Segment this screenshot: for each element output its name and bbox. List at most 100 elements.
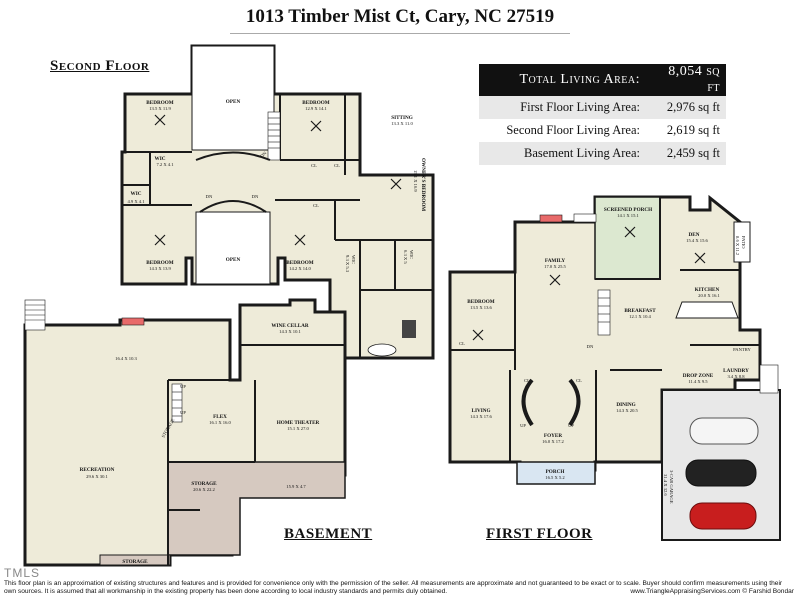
- fireplace-icon: [121, 317, 145, 326]
- stairs: [597, 289, 611, 336]
- screened-porch-area: [594, 196, 661, 280]
- room-name: OPEN: [226, 99, 241, 105]
- room-name: PATIO: [741, 236, 746, 249]
- car-icon: [685, 459, 757, 487]
- credit-text: www.TriangleAppraisingServices.com © Far…: [630, 588, 794, 595]
- car-icon: [689, 417, 759, 445]
- room-name: PANTRY: [733, 347, 751, 352]
- room-dimensions: 12.9 X 14.1: [305, 106, 327, 111]
- curved-stair: [521, 378, 534, 427]
- stair-label: UP: [180, 410, 186, 415]
- stair-label: DN: [252, 194, 259, 199]
- basement-plan: 16.4 X 10.3 WINE CELLAR 14.3 X 10.1 FLEX…: [23, 298, 347, 567]
- closet-label: CL: [311, 163, 317, 168]
- closet-label: CL: [459, 341, 465, 346]
- room-dimensions: 3.4 X 8.8: [727, 374, 745, 379]
- room-dimensions: 14.2 X 14.0: [289, 266, 311, 271]
- first-floor-plan: SCREENED PORCH 14.1 X 15.1 DEN 15.4 X 15…: [448, 194, 781, 541]
- room-dimensions: 17.0 X 25.5: [544, 264, 566, 269]
- closet-label: CL: [524, 378, 530, 383]
- area-label: Total Living Area:: [479, 64, 646, 96]
- ceiling-fan-icons: [154, 114, 402, 246]
- open-area-bottom: [195, 211, 271, 285]
- room-dimensions: 20.6 X 22.2: [193, 487, 215, 492]
- room-dimensions: 14.3 X 17.6: [470, 414, 492, 419]
- room-name: BREAKFAST: [624, 308, 656, 314]
- area-row: Basement Living Area: 2,459 sq ft: [479, 142, 726, 165]
- stairs: [171, 383, 183, 423]
- bathtub-icon: [367, 343, 397, 357]
- room-name: HOME THEATER: [277, 420, 320, 426]
- room-name: SCREENED PORCH: [604, 207, 652, 213]
- room-name: WIC: [409, 250, 414, 259]
- room-dimensions: 16.0 X 17.2: [542, 439, 564, 444]
- stair-label: UP: [520, 423, 526, 428]
- stair-label: DN: [587, 344, 594, 349]
- room-name: WINE CELLAR: [271, 323, 309, 329]
- curved-stair: [568, 378, 581, 427]
- room-name: SITTING: [391, 115, 413, 121]
- second-floor-plan: BEDROOM 13.5 X 11.9 OPEN BEDROOM 12.9 X …: [120, 44, 435, 360]
- room-name: DINING: [616, 402, 635, 408]
- exterior-stairs: [24, 299, 46, 331]
- room-dimensions: 11.4 X 9.5: [688, 379, 708, 384]
- area-value: 2,459 sq ft: [646, 142, 726, 165]
- room-dimensions: 15.9 X 4.7: [286, 484, 306, 489]
- area-value: 8,054 sq ft: [646, 64, 726, 96]
- room-name: WIC: [155, 156, 166, 162]
- room-dimensions: 14.1 X 15.1: [617, 213, 639, 218]
- room-dimensions: 29.6 X 30.1: [86, 474, 108, 479]
- room-dimensions: 15.1 X 27.0: [287, 426, 309, 431]
- room-dimensions: 20.0 X 16.1: [698, 293, 720, 298]
- room-name: BEDROOM: [286, 260, 313, 266]
- room-name: OWNER'S BEDROOM: [420, 158, 426, 211]
- room-name: PORCH: [546, 469, 565, 475]
- room-dimensions: 15.4 X 15.6: [686, 238, 708, 243]
- area-value: 2,619 sq ft: [646, 119, 726, 142]
- front-porch-area: [516, 461, 596, 485]
- room-name: BEDROOM: [467, 299, 494, 305]
- room-name: WIC: [351, 255, 356, 264]
- fireplace-icon: [539, 214, 563, 223]
- room-name: BEDROOM: [302, 100, 329, 106]
- closet-label: CL: [313, 203, 319, 208]
- area-value: 2,976 sq ft: [646, 96, 726, 119]
- stairs: [267, 111, 281, 161]
- room-dimensions: 13.3 X 11.0: [391, 121, 413, 126]
- area-table: Total Living Area: 8,054 sq ft First Flo…: [479, 64, 726, 165]
- room-name: RECREATION: [80, 467, 115, 473]
- room-dimensions: 15.1 X 16.9: [413, 170, 418, 192]
- room-name: WIC: [131, 191, 142, 197]
- room-dimensions: 31.4 X 32.6: [663, 474, 668, 496]
- room-dimensions: 9.3 X 5.3: [345, 255, 350, 273]
- room-dimensions: 16.5 X 5.2: [545, 475, 565, 480]
- room-dimensions: 14.3 X 10.1: [279, 329, 301, 334]
- stairs: [573, 213, 779, 394]
- stair-label: UP: [568, 423, 574, 428]
- basement-walls: [167, 344, 345, 565]
- shower-icon: [402, 320, 416, 338]
- room-name: FLEX: [213, 414, 227, 420]
- kitchen-island: [675, 301, 739, 319]
- title-divider: [230, 33, 570, 34]
- room-dimensions: 4.9 X 4.1: [127, 199, 145, 204]
- room-dimensions: 7.2 X 4.1: [156, 162, 174, 167]
- storage-strip: [99, 554, 171, 566]
- room-dimensions: 14.3 X 20.5: [616, 408, 638, 413]
- balcony-rail: [195, 151, 271, 161]
- room-dimensions: 13.5 X 13.6: [470, 305, 492, 310]
- room-name: OPEN: [226, 257, 241, 263]
- room-dimensions: 6.3 X 5: [403, 250, 408, 264]
- basement-label: BASEMENT: [284, 526, 373, 542]
- stair-label: DN: [206, 194, 213, 199]
- room-name: DEN: [689, 232, 700, 238]
- room-dimensions: 12.1 X 10.4: [629, 314, 651, 319]
- room-name: BEDROOM: [146, 100, 173, 106]
- second-floor-label: Second Floor: [50, 58, 150, 74]
- mls-watermark: TMLS: [4, 566, 41, 580]
- room-dimensions: 14.3 X 13.9: [149, 266, 171, 271]
- page-title: 1013 Timber Mist Ct, Cary, NC 27519: [245, 6, 555, 27]
- room-name: LIVING: [471, 408, 490, 414]
- stair-label: DN: [259, 150, 268, 159]
